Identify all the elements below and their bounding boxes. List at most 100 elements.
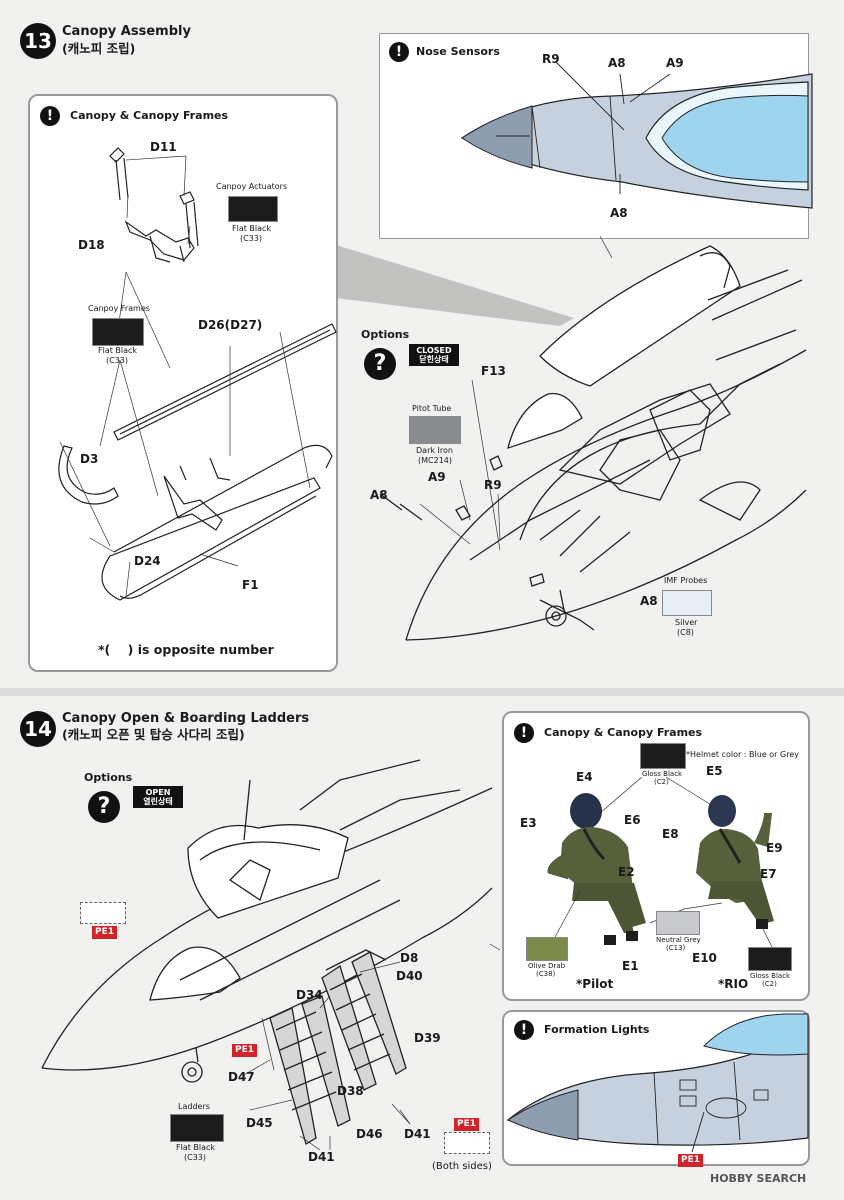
pe-fret-icon [444, 1132, 490, 1154]
step-13-main-drawing [336, 235, 807, 641]
both-sides-label: (Both sides) [432, 1161, 492, 1172]
part-e4-label: E4 [576, 770, 593, 784]
actuators-swatch [228, 196, 278, 222]
part-d26-label: D26(D27) [198, 318, 263, 332]
warning-icon: ! [40, 106, 60, 126]
part-f1-label: F1 [242, 578, 259, 592]
imf-probes-paint: Silver [675, 618, 698, 627]
question-icon: ? [88, 791, 120, 823]
part-a9-label: A9 [428, 470, 446, 484]
formation-lights-panel: ! Formation Lights PE1 [502, 1010, 810, 1167]
part-r9-label: R9 [484, 478, 502, 492]
closed-state-korean: 닫힌상태 [419, 355, 449, 364]
crew-figures-drawing [547, 776, 774, 948]
part-f13-label: F13 [481, 364, 506, 378]
panel-title: Canopy & Canopy Frames [70, 109, 229, 122]
frames-swatch [92, 318, 144, 346]
part-d8-label: D8 [400, 951, 419, 965]
nose-sensors-drawing [460, 61, 813, 209]
part-d3-label: D3 [80, 452, 99, 466]
part-d41-b-label: D41 [308, 1150, 335, 1164]
part-e1-label: E1 [622, 959, 639, 973]
part-e10-label: E10 [692, 951, 717, 965]
part-e8-label: E8 [662, 827, 679, 841]
pe1-label: PE1 [232, 1044, 258, 1057]
step-14-subtitle: (캐노피 오픈 및 탑승 사다리 조립) [62, 727, 245, 742]
formation-lights-pe1-label: PE1 [678, 1154, 704, 1167]
open-state-label: OPEN [145, 788, 171, 797]
part-d47-label: D47 [228, 1070, 255, 1084]
frames-paint: Flat Black [98, 346, 138, 355]
step-divider [0, 688, 844, 696]
panel-title: Formation Lights [544, 1023, 650, 1036]
part-e7-label: E7 [760, 867, 777, 881]
actuators-label: Canpoy Actuators [216, 182, 288, 191]
options-label: Options [84, 771, 133, 784]
neutral-grey-code: (C13) [666, 944, 686, 952]
part-e3-label: E3 [520, 816, 537, 830]
step-13-number: 13 [20, 23, 56, 59]
part-e9-label: E9 [766, 841, 783, 855]
pe-fret-icon [80, 902, 126, 924]
actuators-code: (C33) [240, 234, 263, 243]
warning-icon: ! [514, 1020, 534, 1040]
olive-drab-swatch [526, 937, 568, 961]
part-d38-label: D38 [337, 1084, 364, 1098]
gloss-black-bottom-paint: Gloss Black [750, 972, 791, 980]
actuators-paint: Flat Black [232, 224, 272, 233]
part-a8-left-label: A8 [370, 488, 388, 502]
part-e2-label: E2 [618, 865, 635, 879]
warning-icon: ! [514, 723, 534, 743]
step-14-number: 14 [20, 711, 56, 747]
panel-title: Canopy & Canopy Frames [544, 726, 703, 739]
part-a8-bottom-label: A8 [610, 206, 628, 220]
neutral-grey-swatch [656, 911, 700, 935]
step-13-subtitle: (캐노피 조립) [62, 41, 136, 56]
ladders-swatch [170, 1114, 224, 1142]
options-label: Options [361, 328, 410, 341]
gloss-black-bottom-code: (C2) [762, 980, 777, 988]
canopy-frames-drawing [58, 147, 337, 601]
part-d40-label: D40 [396, 969, 423, 983]
gloss-black-bottom-swatch [748, 947, 792, 971]
part-d46-label: D46 [356, 1127, 383, 1141]
pitot-tube-swatch [409, 416, 461, 444]
part-e6-label: E6 [624, 813, 641, 827]
imf-probes-swatch [662, 590, 712, 616]
hobby-search-watermark: HOBBY SEARCH [710, 1172, 807, 1185]
imf-probes-code: (C8) [677, 628, 694, 637]
crew-figures-panel: ! Canopy & Canopy Frames *Helmet color :… [502, 711, 810, 1001]
olive-drab-code: (C38) [536, 970, 556, 978]
question-icon: ? [364, 348, 396, 380]
part-d45-label: D45 [246, 1116, 273, 1130]
part-d39-label: D39 [414, 1031, 441, 1045]
warning-icon: ! [389, 42, 409, 62]
neutral-grey-paint: Neutral Grey [656, 936, 701, 944]
closed-state-tag: CLOSED 닫힌상태 [409, 344, 459, 366]
gloss-black-top-code: (C2) [654, 778, 669, 786]
olive-drab-paint: Olive Drab [528, 962, 566, 970]
frames-label: Canpoy Frames [88, 304, 150, 313]
step-13-title: Canopy Assembly [62, 24, 191, 39]
part-d24-label: D24 [134, 554, 161, 568]
opposite-number-note: *( ) is opposite number [98, 642, 274, 657]
gloss-black-top-swatch [640, 743, 686, 769]
part-r9-label: R9 [542, 52, 560, 66]
frames-code: (C33) [106, 356, 129, 365]
pitot-tube-paint: Dark Iron [416, 446, 453, 455]
panel-title: Nose Sensors [416, 45, 500, 58]
gloss-black-top-paint: Gloss Black [642, 770, 683, 778]
step-14-title: Canopy Open & Boarding Ladders [62, 711, 310, 726]
pe1-label: PE1 [92, 926, 118, 939]
part-d11-label: D11 [150, 140, 177, 154]
formation-lights-drawing [506, 1013, 809, 1153]
pe1-label: PE1 [454, 1118, 480, 1131]
helmet-color-note: *Helmet color : Blue or Grey [686, 750, 799, 759]
part-d34-label: D34 [296, 988, 323, 1002]
closed-state-label: CLOSED [416, 346, 452, 355]
pilot-label: *Pilot [576, 977, 614, 991]
pitot-tube-label: Pitot Tube [412, 404, 452, 413]
ladders-paint: Flat Black [176, 1143, 216, 1152]
pitot-tube-code: (MC214) [418, 456, 452, 465]
canopy-frames-panel: ! Canopy & Canopy Frames [28, 94, 338, 672]
